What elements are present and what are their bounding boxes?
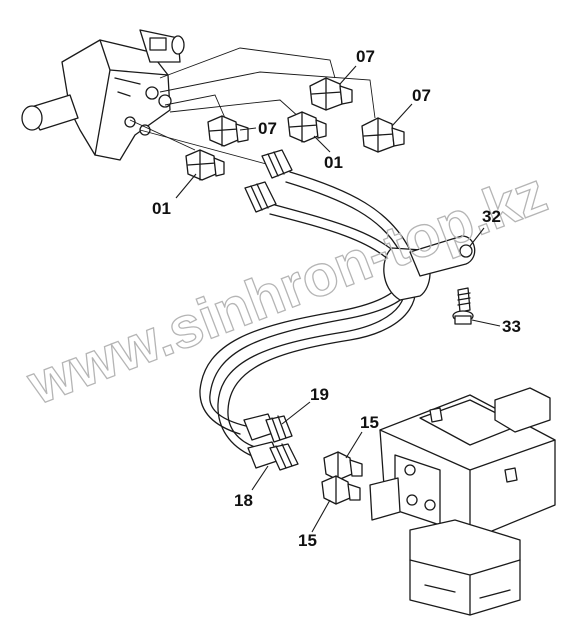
label-01-mid: 01 [324, 153, 343, 172]
adapter-01-mid [287, 111, 327, 143]
adapter-07-mid [207, 115, 249, 147]
leader-lines [175, 65, 501, 533]
adapter-15-top [323, 451, 363, 481]
label-32: 32 [482, 207, 501, 226]
label-19: 19 [310, 385, 329, 404]
clamp-32 [383, 235, 476, 301]
bolt-33 [452, 287, 474, 325]
label-07-right: 07 [412, 86, 431, 105]
label-07-mid: 07 [258, 119, 277, 138]
hose-fitting-19 [243, 413, 293, 443]
label-15-top: 15 [360, 413, 379, 432]
label-01-left: 01 [152, 199, 171, 218]
adapter-01-left [185, 149, 225, 181]
part-labels: 07 07 07 01 01 32 33 19 18 15 15 [152, 47, 521, 550]
adapter-15-bottom [321, 475, 361, 505]
route-lines [129, 47, 376, 166]
label-18: 18 [234, 491, 253, 510]
label-33: 33 [502, 317, 521, 336]
hoses [199, 149, 417, 457]
control-valve [369, 387, 556, 616]
watermark-text: www.sinhron-top.kz [18, 160, 555, 418]
hose-fitting-18 [247, 441, 299, 471]
adapter-07-top [309, 77, 353, 111]
pilot-valve [21, 29, 185, 161]
label-07-top: 07 [356, 47, 375, 66]
label-15-bottom: 15 [298, 531, 317, 550]
adapter-07-right [361, 117, 405, 153]
